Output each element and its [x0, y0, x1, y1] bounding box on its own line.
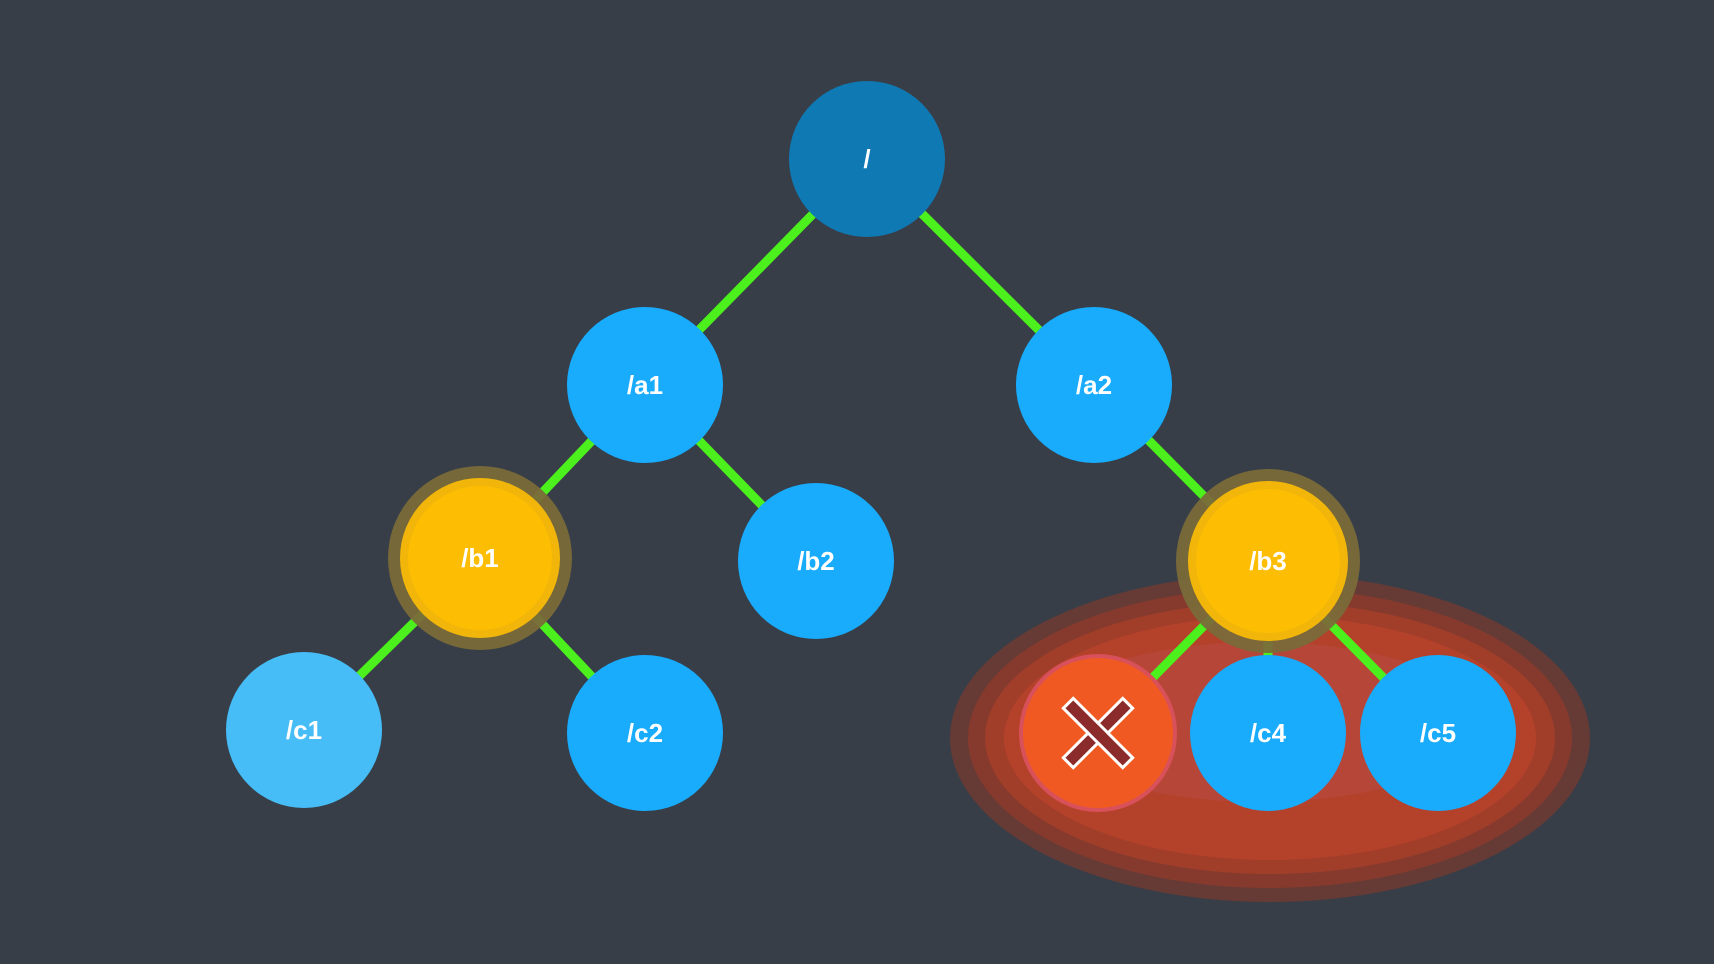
node-circle [226, 652, 382, 808]
node-c1[interactable]: /c1 [226, 652, 382, 808]
node-circle [1016, 307, 1172, 463]
node-label: /a2 [1076, 370, 1112, 400]
node-root[interactable]: / [789, 81, 945, 237]
node-c2[interactable]: /c2 [567, 655, 723, 811]
node-c4[interactable]: /c4 [1190, 655, 1346, 811]
node-a2[interactable]: /a2 [1016, 307, 1172, 463]
node-circle [567, 307, 723, 463]
nodes: / /a1/a2/b1/b2/b3/c1/c2/c4/c5 [226, 81, 1516, 812]
node-b3[interactable]: /b3 [1176, 469, 1360, 653]
node-b2[interactable]: /b2 [738, 483, 894, 639]
node-label: /c4 [1250, 718, 1287, 748]
node-circle [1196, 489, 1340, 633]
node-c5[interactable]: /c5 [1360, 655, 1516, 811]
node-label: /b3 [1249, 546, 1287, 576]
node-label: /c1 [286, 715, 322, 745]
node-label: /c5 [1420, 718, 1456, 748]
node-c3[interactable] [1019, 654, 1177, 812]
node-b1[interactable]: /b1 [388, 466, 572, 650]
node-circle [738, 483, 894, 639]
node-label: / [863, 144, 870, 174]
node-circle [1360, 655, 1516, 811]
node-label: /b1 [461, 543, 499, 573]
node-label: /c2 [627, 718, 663, 748]
node-a1[interactable]: /a1 [567, 307, 723, 463]
node-circle [408, 486, 552, 630]
x-mark-icon [1061, 696, 1135, 770]
node-circle [567, 655, 723, 811]
node-label: /a1 [627, 370, 663, 400]
node-label: /b2 [797, 546, 835, 576]
node-circle [789, 81, 945, 237]
node-circle [1190, 655, 1346, 811]
